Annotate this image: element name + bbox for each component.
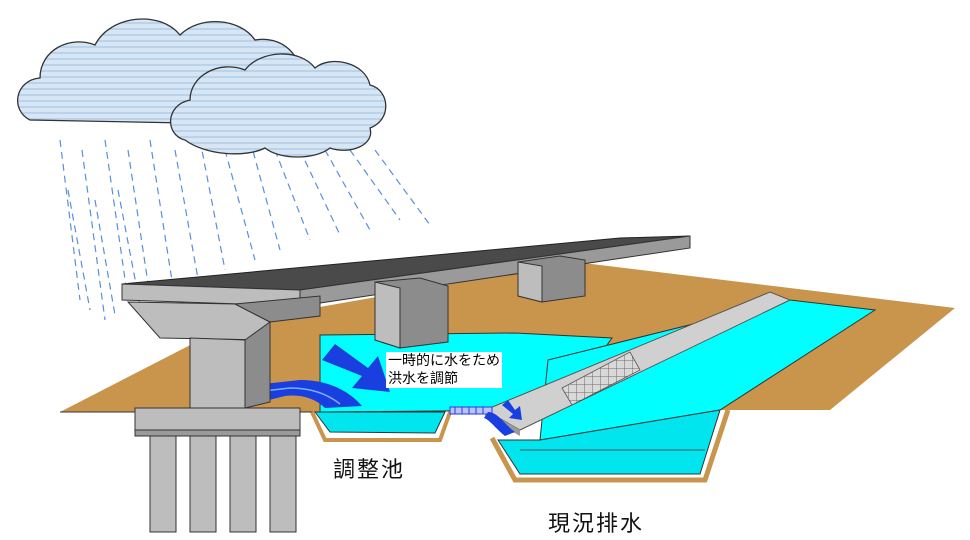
pond-function-callout: 一時的に水をため 洪水を調節 bbox=[386, 352, 502, 388]
cloud-icon bbox=[17, 18, 387, 158]
pier-footing bbox=[134, 407, 301, 533]
existing-drainage-channel bbox=[489, 299, 877, 483]
inflow-water bbox=[245, 380, 362, 408]
outlet-pipe bbox=[449, 406, 515, 436]
pond-label: 調整池 bbox=[333, 458, 406, 483]
existing-drain-label: 現況排水 bbox=[548, 512, 645, 537]
callout-line-2: 洪水を調節 bbox=[386, 370, 502, 388]
bridge-piers bbox=[126, 255, 586, 409]
callout-line-1: 一時的に水をため bbox=[386, 352, 502, 370]
arrow-icon bbox=[322, 344, 390, 392]
outlet-arrow-icon bbox=[502, 400, 522, 420]
